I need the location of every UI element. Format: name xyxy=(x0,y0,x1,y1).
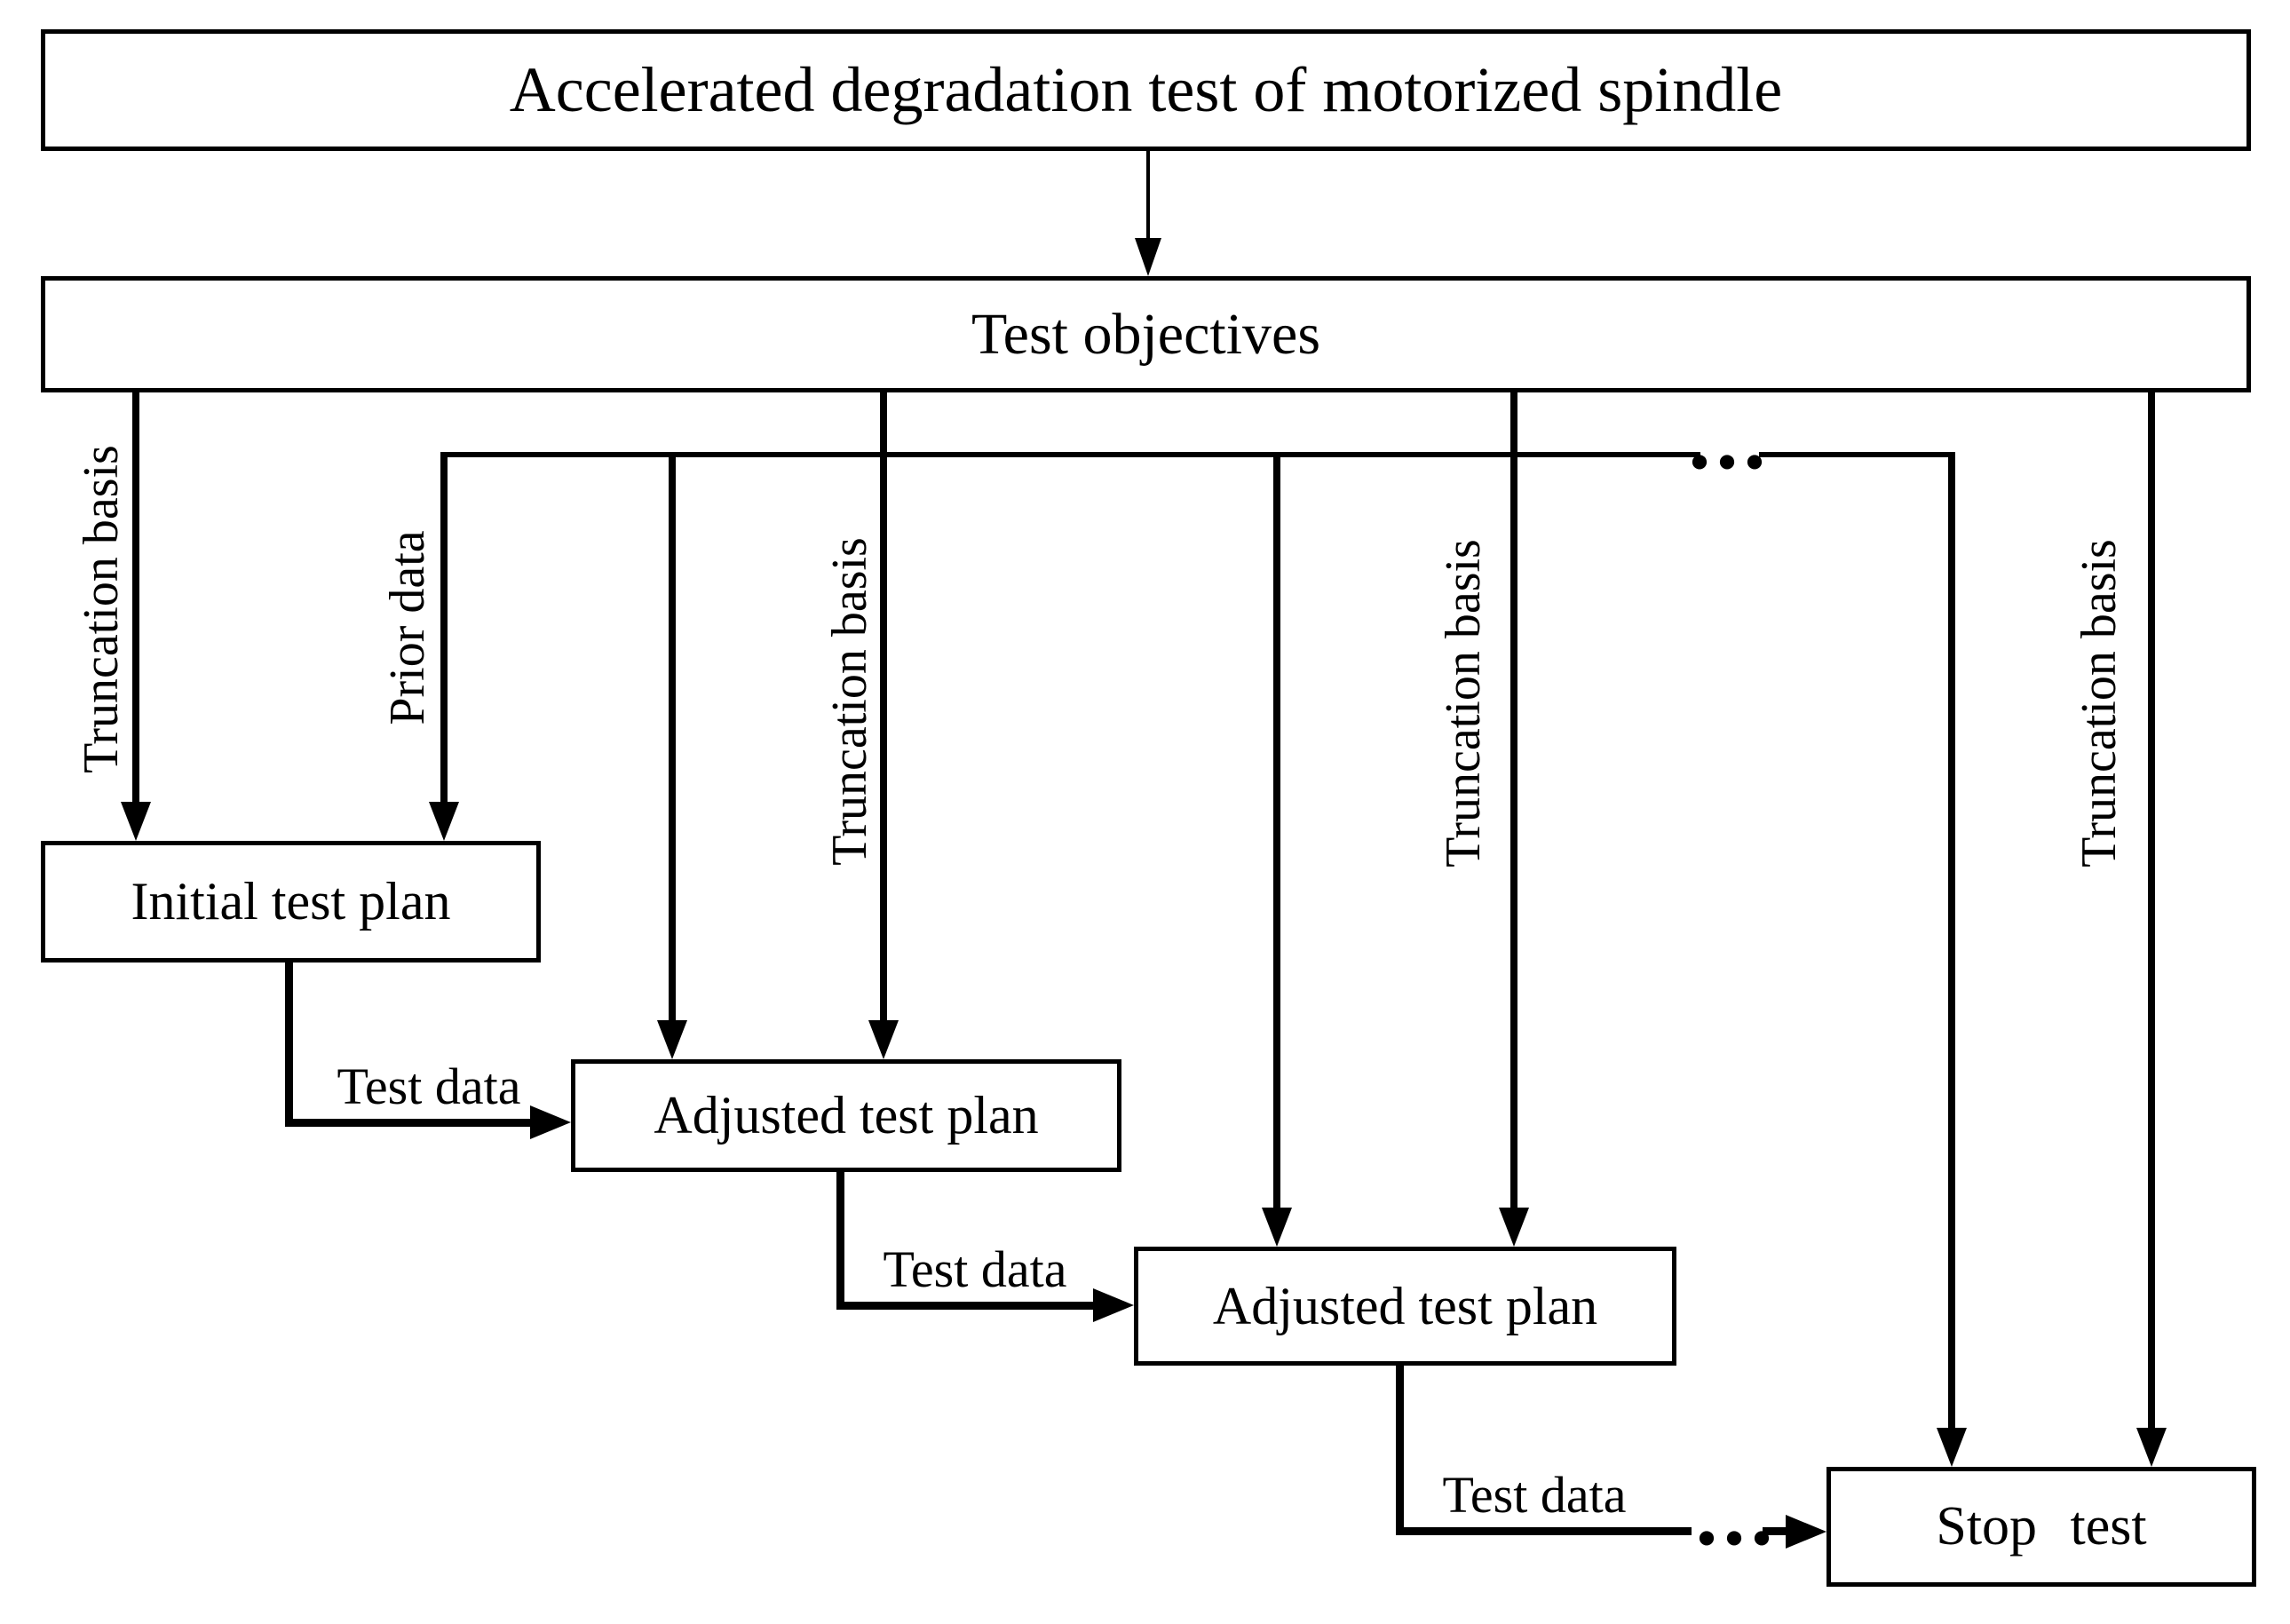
label-truncation-basis-3: Truncation basis xyxy=(1436,539,1491,867)
truncation-arrow-stop-shaft xyxy=(2148,392,2155,1428)
priorline-ellipsis: ... xyxy=(1688,389,1771,487)
testdata1-head xyxy=(530,1105,571,1139)
node-initial-test-plan: Initial test plan xyxy=(41,841,541,963)
prior-data-arrow-head xyxy=(429,802,459,841)
testdata2-horizontal xyxy=(836,1302,1095,1310)
node-initial-test-plan-label: Initial test plan xyxy=(131,872,451,931)
node-accelerated-degradation-test-label: Accelerated degradation test of motorize… xyxy=(509,54,1783,125)
testdata3-ellipsis: ... xyxy=(1695,1465,1779,1564)
arrow-root-to-objectives-shaft xyxy=(1146,151,1150,240)
node-stop-test: Stop test xyxy=(1826,1467,2256,1587)
arrow-root-to-objectives-head xyxy=(1135,238,1161,276)
prior-data-arrow-shaft xyxy=(440,452,448,802)
testdata2-head xyxy=(1093,1288,1134,1322)
priorline-arrow-adjusted2-head xyxy=(1262,1208,1292,1247)
label-truncation-basis-4: Truncation basis xyxy=(2072,539,2127,867)
node-adjusted-test-plan-2-label: Adjusted test plan xyxy=(1212,1276,1598,1335)
testdata3-vertical xyxy=(1396,1366,1404,1535)
label-test-data-2: Test data xyxy=(883,1240,1067,1298)
truncation-arrow-adjusted2-head xyxy=(1499,1208,1529,1247)
testdata3-head xyxy=(1786,1515,1826,1549)
priorline-segment-right xyxy=(1759,452,1955,457)
node-adjusted-test-plan-2: Adjusted test plan xyxy=(1134,1247,1676,1366)
testdata3-horizontal xyxy=(1396,1527,1692,1535)
truncation-arrow-adjusted1-shaft xyxy=(880,392,887,1020)
node-adjusted-test-plan-1-label: Adjusted test plan xyxy=(654,1086,1039,1145)
node-accelerated-degradation-test: Accelerated degradation test of motorize… xyxy=(41,29,2251,151)
label-prior-data: Prior data xyxy=(380,530,435,725)
label-test-data-3: Test data xyxy=(1442,1466,1627,1524)
node-test-objectives: Test objectives xyxy=(41,276,2251,392)
truncation-arrow-adjusted1-head xyxy=(868,1020,899,1059)
priorline-arrow-adjusted1-head xyxy=(657,1020,687,1059)
testdata1-horizontal xyxy=(285,1119,533,1127)
truncation-arrow-initial-head xyxy=(121,802,151,841)
truncation-arrow-stop-head xyxy=(2136,1428,2167,1467)
node-adjusted-test-plan-1: Adjusted test plan xyxy=(571,1059,1121,1172)
truncation-arrow-initial-shaft xyxy=(132,392,139,802)
label-truncation-basis-2: Truncation basis xyxy=(822,537,877,866)
testdata2-vertical xyxy=(836,1172,844,1310)
testdata3-short-segment xyxy=(1763,1527,1789,1535)
label-test-data-1: Test data xyxy=(337,1058,521,1115)
node-stop-test-label: Stop test xyxy=(1936,1496,2147,1557)
priorline-arrow-adjusted1-shaft xyxy=(669,452,676,1020)
priorline-segment-left xyxy=(440,452,1700,457)
priorline-arrow-adjusted2-shaft xyxy=(1273,452,1280,1208)
priorline-arrow-stop-head xyxy=(1937,1428,1967,1467)
node-test-objectives-label: Test objectives xyxy=(971,301,1321,367)
truncation-arrow-adjusted2-shaft xyxy=(1510,392,1517,1208)
priorline-arrow-stop-shaft xyxy=(1948,452,1955,1428)
label-truncation-basis-1: Truncation basis xyxy=(74,445,129,773)
testdata1-vertical xyxy=(285,963,293,1127)
